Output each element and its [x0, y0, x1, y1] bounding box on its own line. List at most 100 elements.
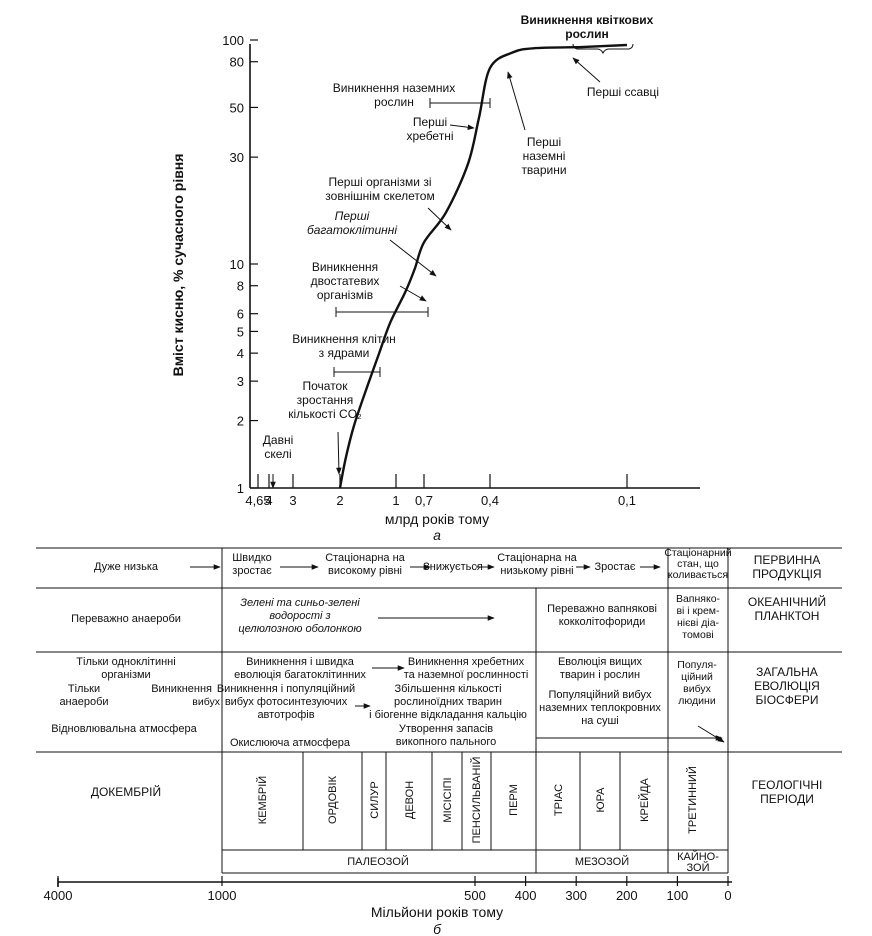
era-label: КАЙНО-ЗОЙ: [677, 850, 719, 874]
bio-reducing-atmosphere: Відновлювальна атмосфера: [51, 723, 197, 735]
oxygen-curve: [338, 43, 628, 489]
x-tick-label: 4,65: [245, 493, 270, 508]
period-label: ЮРА: [595, 787, 607, 813]
time-tick-label: 1000: [208, 888, 237, 903]
caption-b: б: [433, 921, 442, 936]
time-tick-label: 4000: [44, 888, 73, 903]
period-label: ТРІАС: [553, 784, 565, 816]
y-tick-label: 2: [237, 414, 244, 429]
time-tick-label: 500: [464, 888, 486, 903]
time-tick-label: 300: [565, 888, 587, 903]
flowering-brace: [572, 43, 634, 55]
y-tick-label: 80: [230, 55, 244, 70]
arrow-multicellular: [389, 239, 437, 277]
y-tick-label: 50: [230, 100, 244, 115]
era-label: МЕЗОЗОЙ: [575, 855, 629, 868]
y-tick-label: 10: [230, 257, 244, 272]
time-tick-label: 0: [724, 888, 731, 903]
caption-a: а: [433, 527, 441, 543]
period-label: ДЕВОН: [404, 781, 416, 819]
y-tick-label: 4: [237, 346, 244, 361]
arrow-bio-4: [697, 725, 725, 743]
y-tick-label: 100: [222, 33, 244, 48]
x-tick-label: 3: [289, 493, 296, 508]
x-tick-label: 0,1: [618, 493, 636, 508]
arrow-mammals: [572, 57, 601, 83]
period-label: ПЕНСИЛЬВАНІЙ: [470, 757, 483, 844]
period-label: ТРЕТИННИЙ: [686, 766, 699, 834]
y-tick-label: 3: [237, 374, 244, 389]
period-label: МІСІСІПІ: [442, 777, 454, 822]
x-tick-label: 0,7: [415, 493, 433, 508]
annotation-first-mammals: Перші ссавці: [587, 85, 659, 99]
y-tick-label: 5: [237, 324, 244, 339]
arrow-exoskeleton: [427, 207, 452, 231]
arrow-co2: [336, 431, 342, 475]
arrow-vertebrates: [449, 124, 475, 130]
production-increasing: Зростає: [594, 561, 635, 573]
bio-emergence-edge: Виникнення: [151, 683, 212, 695]
arrow-land-animals: [507, 71, 526, 131]
period-label: СИЛУР: [369, 781, 381, 818]
precambrian-label: ДОКЕМБРІЙ: [91, 784, 161, 799]
x-tick-label: 2: [336, 493, 343, 508]
period-label: КЕМБРІЙ: [256, 776, 269, 824]
era-label: ПАЛЕОЗОЙ: [347, 855, 409, 868]
period-label: КРЕЙДА: [638, 777, 651, 821]
bio-oxidizing-atmosphere: Окислююча атмосфера: [230, 737, 351, 749]
period-label: ПЕРМ: [508, 784, 520, 816]
plankton-diatoms: Вапняко-ві і крем-нієві діа-томові: [676, 593, 721, 641]
time-tick-label: 200: [616, 888, 638, 903]
production-very-low: Дуже низька: [94, 561, 159, 573]
period-label: ОРДОВІК: [327, 775, 339, 824]
time-tick-label: 400: [515, 888, 537, 903]
y-tick-label: 30: [230, 150, 244, 165]
production-decreasing: Знижується: [423, 561, 483, 573]
time-tick-label: 100: [667, 888, 689, 903]
y-axis-label: Вміст кисню, % сучасного рівня: [170, 154, 186, 377]
x-tick-label: 4: [265, 493, 272, 508]
x-axis-label: млрд років тому: [385, 511, 489, 527]
geological-periods: ДОКЕМБРІЙ КЕМБРІЙ ОРДОВІК СИЛУР ДЕВОН МІСІСІП…: [91, 757, 719, 874]
x-tick-label: 0,4: [481, 493, 499, 508]
plankton-anaerobes: Переважно анаероби: [71, 613, 181, 625]
time-axis-label: Мільйони років тому: [371, 904, 503, 920]
y-tick-label: 6: [237, 307, 244, 322]
y-tick-label: 1: [237, 481, 244, 496]
arrow-sexual: [399, 285, 427, 302]
